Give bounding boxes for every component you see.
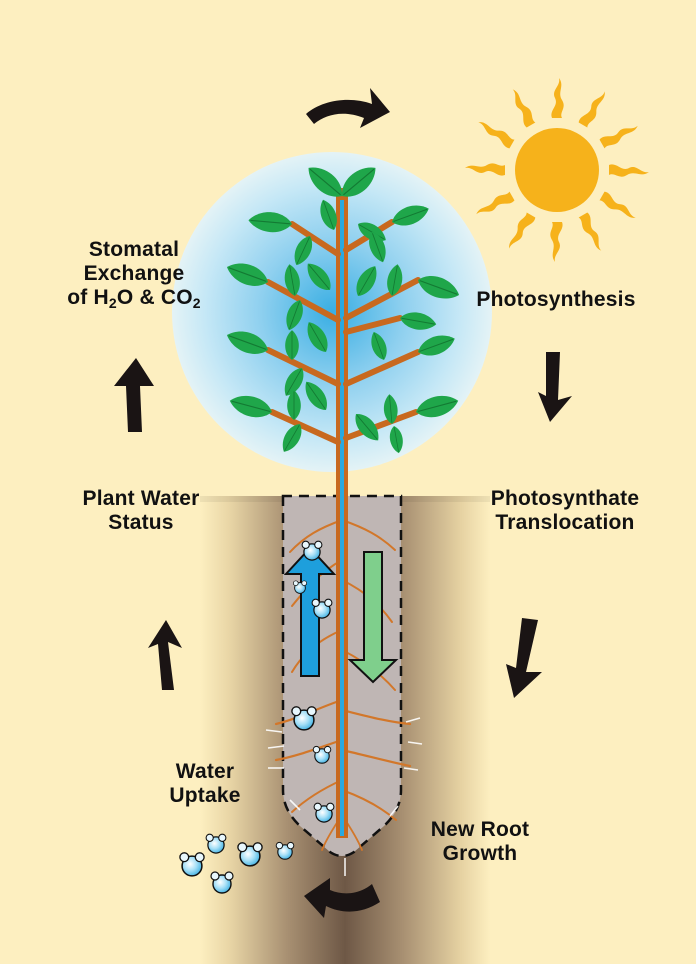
label-line: Growth bbox=[442, 842, 518, 865]
label-line: Water bbox=[175, 760, 235, 783]
label-line: Exchange bbox=[83, 262, 185, 285]
label-line: Status bbox=[108, 511, 174, 534]
label-line: Uptake bbox=[169, 784, 241, 807]
cycle-arrow-top-icon bbox=[306, 88, 390, 128]
cycle-arrow-left-upper-icon bbox=[114, 358, 154, 432]
cycle-arrow-right-lower-icon bbox=[506, 618, 542, 698]
label-text: O & CO bbox=[116, 286, 193, 309]
subscript: 2 bbox=[192, 295, 201, 311]
sun-icon bbox=[465, 78, 649, 262]
label-photosynthate-translocation: Photosynthate Translocation bbox=[470, 487, 660, 535]
label-new-root-growth: New Root Growth bbox=[420, 818, 540, 866]
root-hairs bbox=[265, 717, 423, 876]
label-line: New Root bbox=[430, 818, 530, 841]
label-line: Stomatal bbox=[88, 238, 180, 261]
label-line: of H2O & CO2 bbox=[54, 286, 214, 310]
label-text: of H bbox=[67, 286, 109, 309]
label-stomatal-exchange: Stomatal Exchange of H2O & CO2 bbox=[54, 238, 214, 310]
cycle-arrow-right-upper-icon bbox=[538, 352, 572, 422]
label-line: Translocation bbox=[495, 511, 635, 534]
canopy-glow bbox=[172, 152, 492, 472]
upward-water-flow-arrow bbox=[283, 546, 337, 677]
label-plant-water-status: Plant Water Status bbox=[66, 487, 216, 535]
downward-photosynthate-arrow bbox=[347, 551, 399, 684]
cycle-arrow-bottom-icon bbox=[304, 878, 380, 918]
plant-branches bbox=[265, 219, 421, 445]
xylem bbox=[340, 200, 344, 836]
label-water-uptake: Water Uptake bbox=[150, 760, 260, 808]
label-line: Plant Water bbox=[82, 487, 200, 510]
label-line: Photosynthate bbox=[490, 487, 640, 510]
cycle-arrow-left-lower-icon bbox=[148, 620, 182, 690]
subscript: 2 bbox=[108, 295, 117, 311]
label-photosynthesis: Photosynthesis bbox=[476, 288, 636, 311]
